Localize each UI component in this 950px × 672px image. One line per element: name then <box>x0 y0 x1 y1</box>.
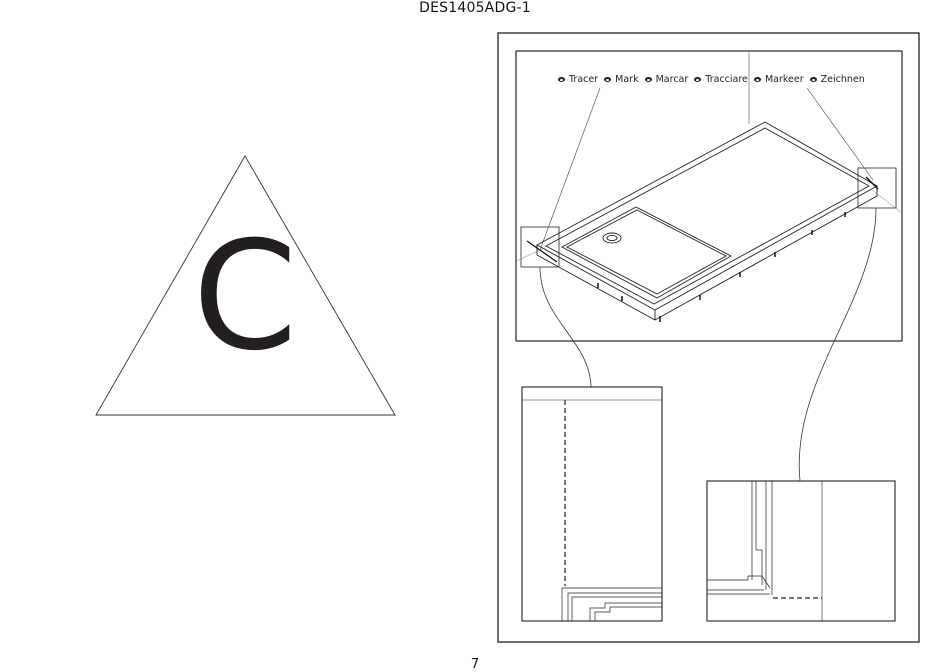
bullet-icon <box>558 77 565 82</box>
bullet-icon <box>694 77 702 82</box>
legend-item-zeichnen: Zeichnen <box>809 74 865 85</box>
bullet-icon <box>644 77 652 82</box>
legend-item-tracer: Tracer <box>558 74 598 85</box>
page-number: 7 <box>470 657 480 672</box>
step-triangle <box>95 155 396 416</box>
legend-item-marcar: Marcar <box>644 74 689 85</box>
bullet-icon <box>809 77 817 82</box>
step-letter: C <box>192 210 298 384</box>
overview-frame <box>515 50 903 342</box>
legend-label: Tracciare <box>705 74 748 85</box>
legend-label: Markeer <box>764 74 804 85</box>
bullet-icon <box>604 77 612 82</box>
legend-label: Tracer <box>569 74 599 85</box>
legend-item-markeer: Markeer <box>753 74 804 85</box>
mark-legend: Tracer Mark Marcar Tracciare Markeer Zei… <box>558 74 868 85</box>
detail-view-right <box>706 480 896 622</box>
bullet-icon <box>753 77 761 82</box>
detail-view-left <box>521 386 663 622</box>
instruction-panel <box>497 32 920 643</box>
shower-tray <box>536 121 878 322</box>
legend-label: Mark <box>615 74 639 85</box>
document-code: DES1405ADG-1 <box>419 0 531 16</box>
legend-item-tracciare: Tracciare <box>694 74 748 85</box>
legend-item-mark: Mark <box>604 74 639 85</box>
legend-label: Marcar <box>655 74 689 85</box>
legend-label: Zeichnen <box>820 74 865 85</box>
